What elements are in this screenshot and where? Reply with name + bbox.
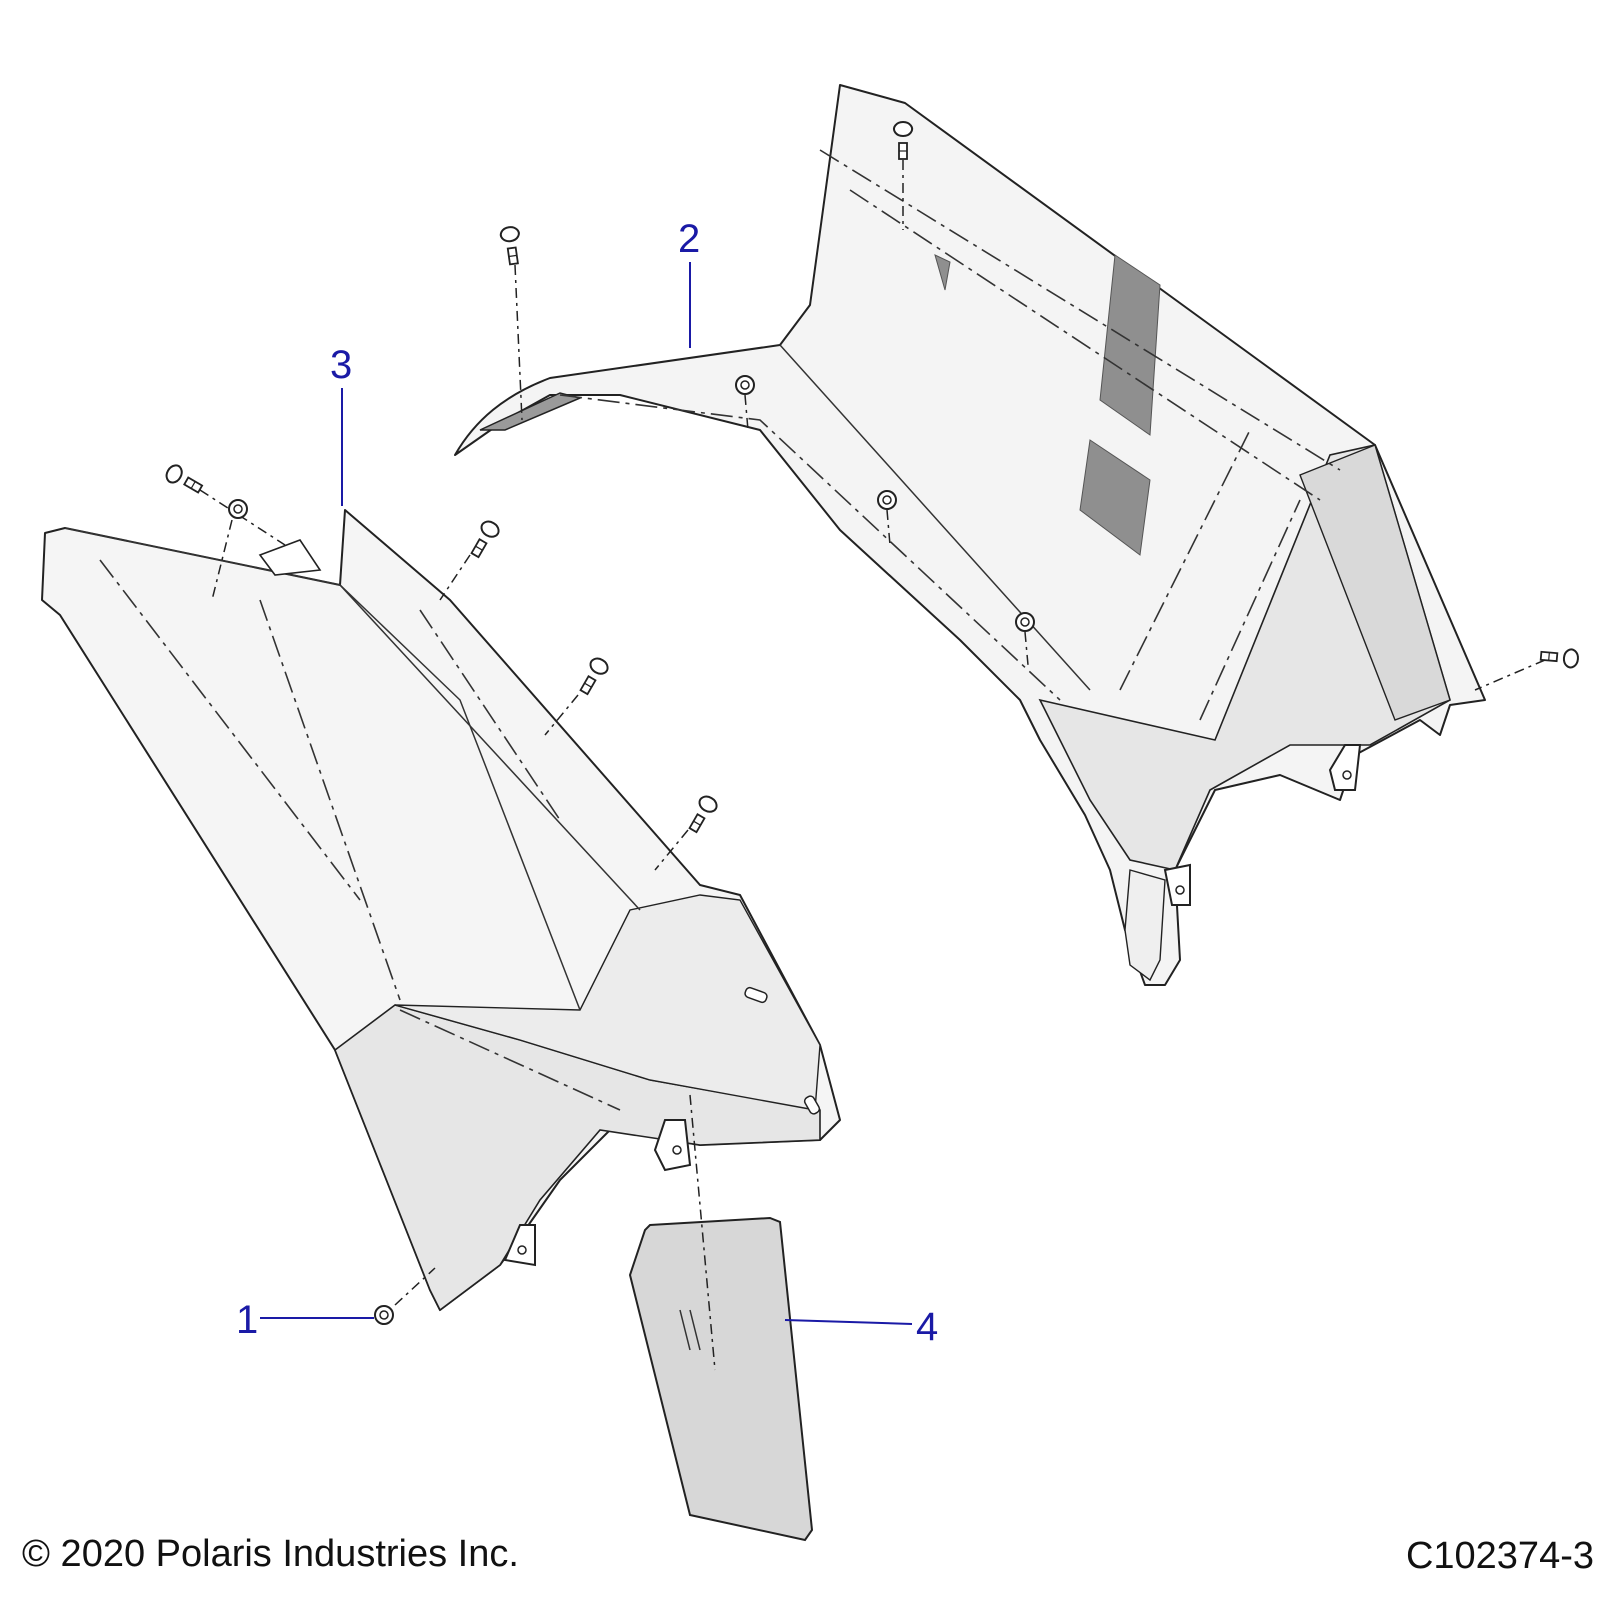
svg-text:4: 4 — [916, 1305, 938, 1349]
svg-text:2: 2 — [678, 217, 700, 261]
callout-2: 2 — [678, 217, 700, 348]
part-4-decal — [628, 1094, 814, 1542]
callout-4: 4 — [784, 1305, 938, 1349]
part-3-fasteners — [162, 461, 721, 1325]
part-2-fasteners — [498, 121, 1580, 691]
copyright-notice: © 2020 Polaris Industries Inc. — [22, 1533, 519, 1575]
svg-text:3: 3 — [330, 343, 352, 387]
svg-text:1: 1 — [236, 1298, 258, 1342]
drawing-number: C102374-3 — [1405, 1535, 1594, 1577]
callout-3: 3 — [330, 343, 352, 506]
part-2-rear-panel — [454, 84, 1486, 986]
callout-1: 1 — [236, 1298, 374, 1342]
part-3-fender-panel — [41, 509, 841, 1312]
